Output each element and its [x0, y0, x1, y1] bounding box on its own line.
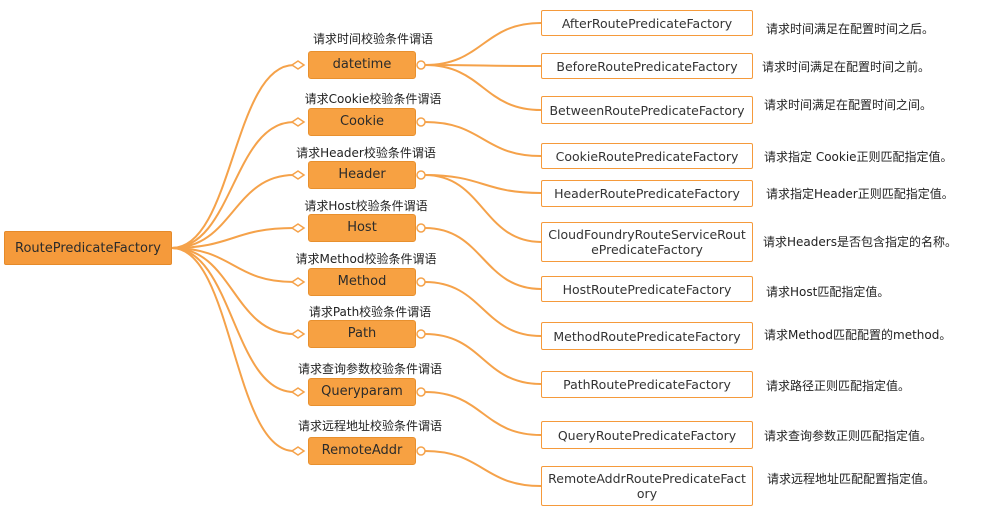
mid-caption-path: 请求Path校验条件谓语 [308, 305, 432, 319]
expand-knob-icon [416, 117, 426, 127]
leaf-after: AfterRoutePredicateFactory [541, 10, 753, 36]
mid-node-cookie: Cookie [308, 108, 416, 136]
mid-caption-datetime: 请求时间校验条件谓语 [312, 32, 433, 46]
mid-caption-method: 请求Method校验条件谓语 [295, 252, 437, 266]
mid-to-leaf-line [424, 22, 542, 66]
leaf-header: HeaderRoutePredicateFactory [541, 180, 753, 207]
mid-caption-cookie: 请求Cookie校验条件谓语 [304, 92, 442, 106]
root-to-mid-line [171, 121, 295, 249]
collapse-diamond-icon [290, 446, 306, 456]
mid-to-leaf-line [424, 64, 542, 111]
leaf-before: BeforeRoutePredicateFactory [541, 53, 753, 79]
mid-to-leaf-line [424, 64, 542, 67]
root-to-mid-line [171, 247, 295, 452]
desc-cloudfoundry: 请求Headers是否包含指定的名称。 [763, 235, 957, 249]
expand-knob-icon [416, 329, 426, 339]
desc-path: 请求路径正则匹配指定值。 [766, 379, 911, 393]
collapse-diamond-icon [290, 117, 306, 127]
desc-host: 请求Host匹配指定值。 [766, 285, 890, 299]
mid-to-leaf-line [424, 174, 542, 243]
mid-to-leaf-line [424, 450, 542, 487]
expand-knob-icon [416, 446, 426, 456]
collapse-diamond-icon [290, 329, 306, 339]
root-to-mid-line [171, 227, 295, 249]
mid-to-leaf-line [424, 174, 542, 194]
mid-node-host: Host [308, 214, 416, 242]
expand-knob-icon [416, 277, 426, 287]
desc-header: 请求指定Header正则匹配指定值。 [766, 187, 954, 201]
desc-cookie: 请求指定 Cookie正则匹配指定值。 [764, 150, 953, 164]
desc-after: 请求时间满足在配置时间之后。 [766, 22, 935, 36]
desc-before: 请求时间满足在配置时间之前。 [762, 60, 931, 74]
leaf-cookie: CookieRoutePredicateFactory [541, 143, 753, 169]
leaf-method: MethodRoutePredicateFactory [541, 322, 753, 350]
collapse-diamond-icon [290, 60, 306, 70]
expand-knob-icon [416, 60, 426, 70]
collapse-diamond-icon [290, 170, 306, 180]
leaf-host: HostRoutePredicateFactory [541, 276, 753, 302]
expand-knob-icon [416, 170, 426, 180]
expand-knob-icon [416, 223, 426, 233]
mid-to-leaf-line [424, 227, 542, 290]
expand-knob-icon [416, 387, 426, 397]
mid-node-datetime: datetime [308, 51, 416, 79]
mid-node-header: Header [308, 161, 416, 189]
mid-to-leaf-line [424, 121, 542, 157]
mid-to-leaf-line [424, 391, 542, 436]
mid-to-leaf-line [424, 281, 542, 337]
root-to-mid-line [171, 174, 295, 249]
mid-caption-queryparam: 请求查询参数校验条件谓语 [297, 362, 442, 376]
root-to-mid-line [171, 247, 295, 283]
mid-node-remoteaddr: RemoteAddr [308, 437, 416, 465]
desc-method: 请求Method匹配配置的method。 [764, 328, 952, 342]
root-to-mid-line [171, 64, 295, 249]
leaf-path: PathRoutePredicateFactory [541, 371, 753, 398]
desc-between: 请求时间满足在配置时间之间。 [764, 98, 933, 112]
mid-node-path: Path [308, 320, 416, 348]
leaf-cloudfoundry: CloudFoundryRouteServiceRoutePredicateFa… [541, 222, 753, 262]
leaf-between: BetweenRoutePredicateFactory [541, 96, 753, 124]
collapse-diamond-icon [290, 387, 306, 397]
desc-query: 请求查询参数正则匹配指定值。 [764, 429, 933, 443]
mid-to-leaf-line [424, 333, 542, 385]
mid-node-method: Method [308, 268, 416, 296]
mid-caption-remoteaddr: 请求远程地址校验条件谓语 [297, 419, 442, 433]
root-to-mid-line [171, 247, 295, 393]
mid-node-queryparam: Queryparam [308, 378, 416, 406]
root-node: RoutePredicateFactory [4, 231, 172, 265]
mid-caption-host: 请求Host校验条件谓语 [304, 199, 428, 213]
mid-caption-header: 请求Header校验条件谓语 [296, 146, 436, 160]
collapse-diamond-icon [290, 277, 306, 287]
leaf-query: QueryRoutePredicateFactory [541, 421, 753, 449]
desc-remoteaddr: 请求远程地址匹配配置指定值。 [767, 472, 936, 486]
leaf-remoteaddr: RemoteAddrRoutePredicateFactory [541, 466, 753, 506]
collapse-diamond-icon [290, 223, 306, 233]
root-to-mid-line [171, 247, 295, 335]
